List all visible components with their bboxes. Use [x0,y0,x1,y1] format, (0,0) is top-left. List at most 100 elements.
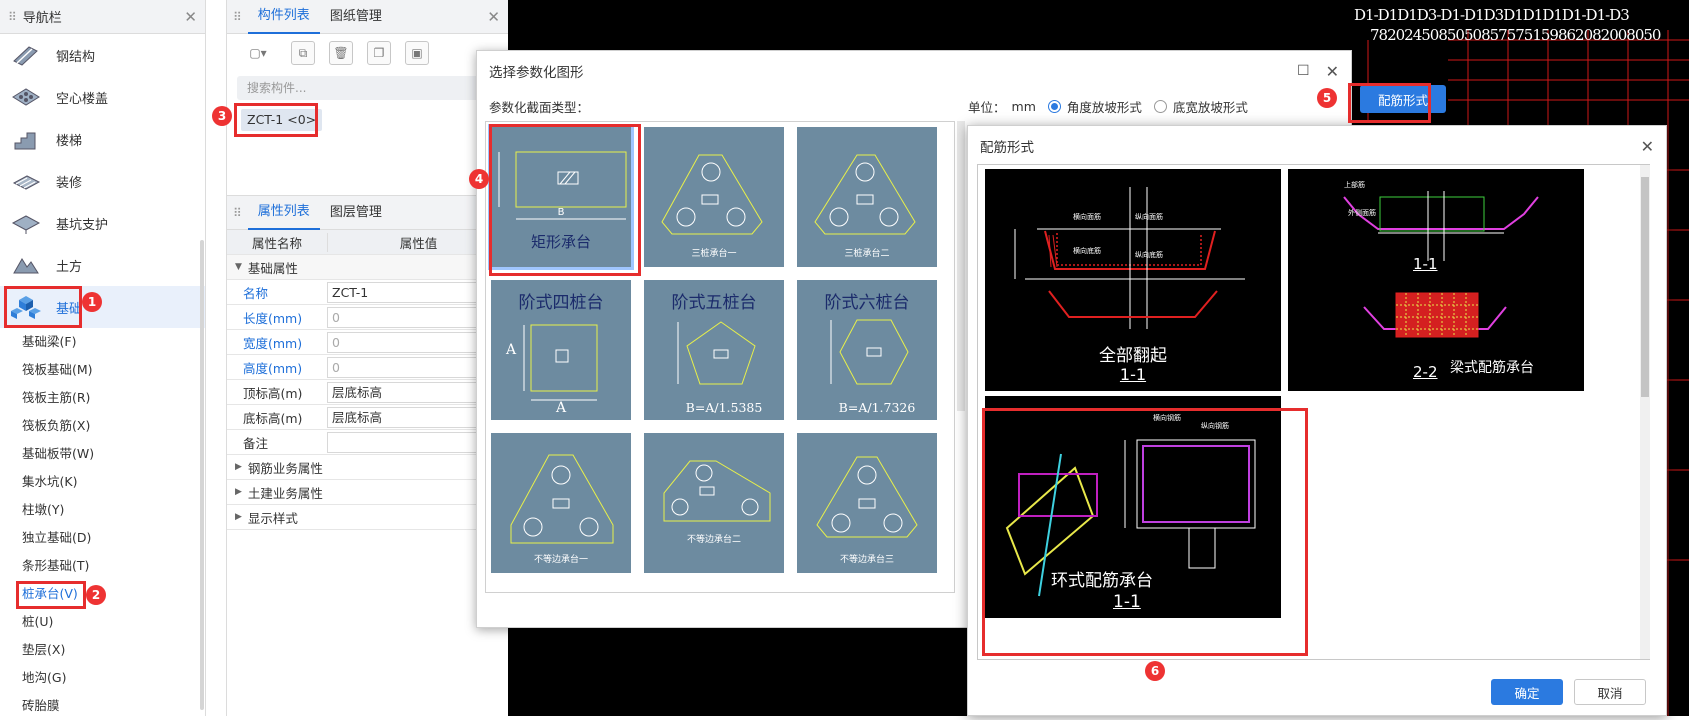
subitem-raft-main-rebar[interactable]: 筏板主筋(R) [22,390,91,405]
property-value[interactable]: 0 [327,356,499,378]
radio-dot [1050,103,1058,110]
property-value[interactable]: 0 [327,306,499,328]
property-name: 宽度(mm) [243,335,303,351]
new-component-icon[interactable]: ▢▾ [249,46,267,60]
component-toolbar: ▢▾ ⧉ 🗑 ❐ ▣ [227,34,508,72]
nav-item-decoration[interactable]: 装修 [0,160,205,202]
rebar-option-ring-type[interactable]: 横向钢筋纵向钢筋 环式配筋承台 1-1 [985,396,1281,618]
delete-icon[interactable]: 🗑 [329,41,353,65]
subitem-raft-neg-rebar[interactable]: 筏板负筋(X) [22,418,91,433]
drag-grip-icon[interactable]: ⠿ [8,9,17,24]
rebar-option-beam-type[interactable]: 上部筋外侧面筋 1-1 2-2 梁式配筋承台 [1288,169,1584,391]
subitem-raft[interactable]: 筏板基础(M) [22,362,93,377]
property-value[interactable]: ZCT-1 [327,281,499,303]
maximize-icon[interactable]: ☐ [1297,63,1310,79]
shape-grid-scrollbar[interactable] [957,121,965,411]
option-title: 梁式配筋承台 [1450,360,1534,376]
radio-angle-slope[interactable] [1047,100,1061,113]
nav-item-hollow-floor[interactable]: 空心楼盖 [0,76,205,118]
subitem-sump[interactable]: 集水坑(K) [22,474,78,489]
component-item[interactable]: ZCT-1 <0> [241,109,323,131]
component-search-input[interactable]: 搜索构件... [237,76,498,100]
subitem-slab-strip[interactable]: 基础板带(W) [22,446,95,461]
step-badge-3: 3 [212,106,232,126]
earthwork-icon [10,252,42,278]
rebar-form-button[interactable]: 配筋形式 [1360,85,1446,113]
option-section-label: 2-2 [1413,363,1438,381]
rebar-option-full-raise[interactable]: 横向面筋纵向面筋 横向底筋纵向底筋 全部翻起 1-1 [985,169,1281,391]
section-type-label: 参数化截面类型： [489,100,590,115]
subitem-pile[interactable]: 桩(U) [22,614,54,629]
step-badge-6: 6 [1145,661,1165,681]
shape-unequal-cap-3[interactable]: 不等边承台三 [797,433,937,573]
save-icon[interactable]: ▣ [405,41,429,65]
nav-item-pit-support[interactable]: 基坑支护 [0,202,205,244]
subitem-pile-cap[interactable]: 桩承台(V) [22,586,78,601]
copy-icon[interactable]: ⧉ [291,41,315,65]
subitem-trench[interactable]: 地沟(G) [22,670,67,685]
group-display-style[interactable]: ▶显示样式 [227,505,509,530]
subitem-pier[interactable]: 柱墩(Y) [22,502,65,517]
subitem-isolated[interactable]: 独立基础(D) [22,530,92,545]
shape-unequal-cap-1[interactable]: 不等边承台一 [491,433,631,573]
group-basic-props[interactable]: ▼基础属性 [227,255,509,280]
nav-item-earthwork[interactable]: 土方 [0,244,205,286]
property-value[interactable]: 层底标高 [327,381,499,403]
drag-grip-icon[interactable]: ⠿ [233,205,242,220]
shape-stepped-five-pile[interactable]: 阶式五桩台 B=A/1.5385 [644,280,784,420]
step-badge-1: 1 [82,292,102,312]
shape-sub-label: 三桩承台一 [691,249,737,259]
nav-scrollbar[interactable] [200,240,204,710]
group-rebar-props[interactable]: ▶钢筋业务属性 [227,455,509,480]
cad-label-top: D1-D1D1D3-D1-D1D3D1D1D1D1-D1-D3 [1354,6,1630,24]
drag-grip-icon[interactable]: ⠿ [233,9,242,24]
subitem-foundation-beam[interactable]: 基础梁(F) [22,334,77,349]
group-label: 钢筋业务属性 [247,460,323,476]
nav-item-foundation[interactable]: 基础 [0,286,205,328]
svg-text:横向底筋: 横向底筋 [1073,246,1101,255]
svg-text:上部筋: 上部筋 [1344,180,1365,189]
shape-three-pile-cap-2[interactable]: 三桩承台二 [797,127,937,267]
shape-stepped-four-pile[interactable]: 阶式四桩台 A A [491,280,631,420]
subitem-brick-mold[interactable]: 砖胎膜 [22,698,60,713]
duplicate-icon[interactable]: ❐ [367,41,391,65]
property-value[interactable]: 层底标高 [327,406,499,428]
group-civil-props[interactable]: ▶土建业务属性 [227,480,509,505]
subitem-strip[interactable]: 条形基础(T) [22,558,90,573]
nav-header: ⠿ 导航栏 ✕ [0,0,205,34]
cancel-button[interactable]: 取消 [1574,679,1646,705]
shape-dim-label: B [557,207,565,218]
nav-item-stairs[interactable]: 楼梯 [0,118,205,160]
highlight-component-item [234,103,318,137]
tab-drawing-management[interactable]: 图纸管理 [329,8,382,24]
shape-stepped-six-pile[interactable]: 阶式六桩台 B=A/1.7326 [797,280,937,420]
col-name-header: 属性名称 [251,235,302,251]
highlight-foundation [4,286,82,328]
shape-three-pile-cap-1[interactable]: 三桩承台一 [644,127,784,267]
ok-button[interactable]: 确定 [1491,679,1563,705]
close-icon[interactable]: ✕ [1640,136,1654,156]
tab-property-list[interactable]: 属性列表 [247,196,320,230]
close-icon[interactable]: ✕ [487,7,500,26]
property-name: 备注 [243,435,269,451]
shape-rect-pile-cap[interactable]: B 矩形承台 [488,124,634,270]
steel-structure-icon [10,42,42,68]
option-title: 全部翻起 [1099,346,1167,366]
close-icon[interactable]: ✕ [1325,61,1339,81]
nav-item-steel[interactable]: 钢结构 [0,34,205,76]
highlight-ring-option [982,408,1308,656]
rebar-scrollbar[interactable] [1640,165,1650,659]
close-icon[interactable]: ✕ [184,7,197,26]
foundation-icon [10,294,42,320]
property-value[interactable]: 0 [327,331,499,353]
scrollbar-thumb[interactable] [1641,177,1649,397]
property-row: 长度(mm)0 [227,305,509,330]
dialog-title: 选择参数化图形 [489,65,584,81]
tab-component-list[interactable]: 构件列表 [247,0,320,34]
shape-unequal-cap-2[interactable]: 不等边承台二 [644,433,784,573]
subitem-cushion[interactable]: 垫层(X) [22,642,66,657]
radio-bottom-width-slope[interactable] [1153,100,1167,113]
tab-layer-management[interactable]: 图层管理 [329,204,382,220]
property-value[interactable] [327,431,499,453]
